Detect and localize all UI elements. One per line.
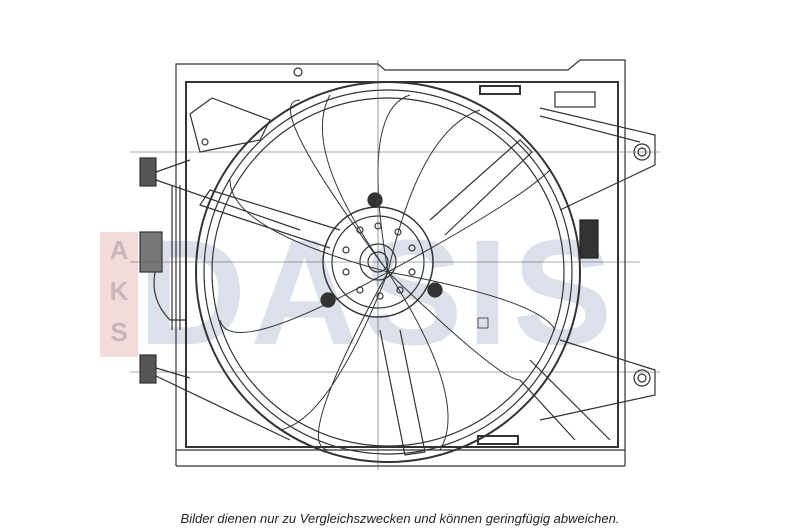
left-bottom-connector <box>139 354 157 384</box>
left-top-connector <box>139 157 157 187</box>
shroud-ring-outer <box>195 81 581 463</box>
top-slot <box>479 85 521 95</box>
fan-blades <box>219 94 556 451</box>
top-right-label-box <box>554 91 596 108</box>
frame-outline <box>175 59 626 451</box>
side-grille <box>579 219 599 259</box>
disclaimer-caption: Bilder dienen nur zu Vergleichszwecken u… <box>180 511 620 526</box>
wire-connector <box>139 231 163 273</box>
struts <box>199 139 533 456</box>
